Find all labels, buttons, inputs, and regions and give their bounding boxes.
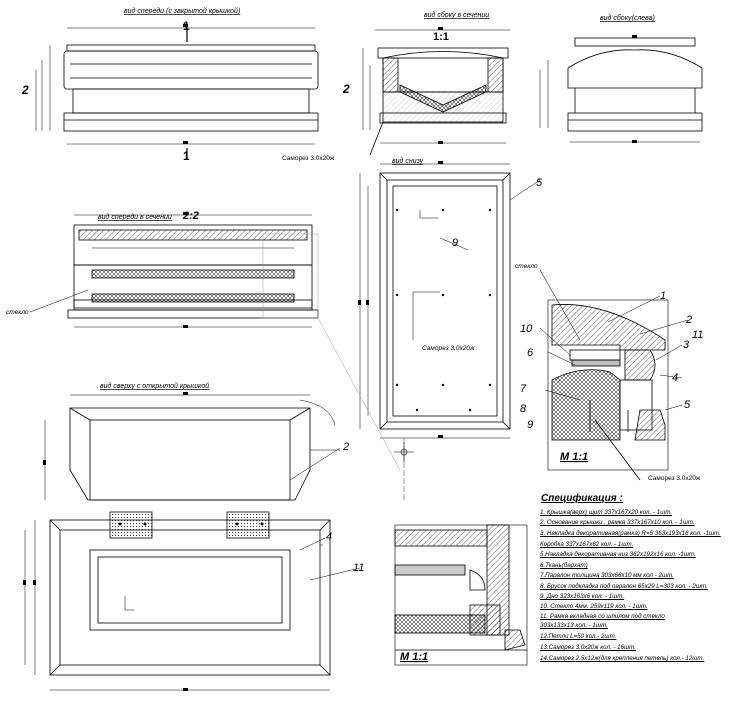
spec-item: 11. Рамка вкладная со шпилом под стекло xyxy=(540,613,665,620)
view-title-front: вид спереди (с закрытой крышкой) xyxy=(124,7,240,15)
callout-4-detail: 4 xyxy=(672,372,678,384)
callout-9-bottom: 9 xyxy=(452,237,458,249)
callout-8: 8 xyxy=(520,403,527,415)
view-title-front-section: вид спереди в сечении xyxy=(98,213,172,221)
section-mark-1-top: 1 xyxy=(183,19,190,33)
section-mark-1-bottom: 1 xyxy=(183,149,190,163)
spec-item: 2. Основание крышки , рамка 337х167х10 к… xyxy=(540,519,695,526)
spec-title: Спецификация : xyxy=(541,493,623,504)
spec-item: Коробка 337х167х62 кол. - 1шт. xyxy=(540,541,634,548)
spec-item: 8. Брусок подкладка под паралон 65х29 L=… xyxy=(540,583,708,590)
callout-2-top: 2 xyxy=(342,441,349,453)
callout-6: 6 xyxy=(527,347,534,359)
callout-2-detail: 2 xyxy=(685,314,692,326)
callout-5-detail: 5 xyxy=(684,399,691,411)
spec-item: 7.Паралон толщина 303х66х10 мм кол - 2шт… xyxy=(540,572,674,579)
detail-upper xyxy=(547,299,669,481)
section-mark-2-side: 2 xyxy=(342,82,350,96)
detail-lower xyxy=(394,524,528,666)
callout-5-bottom: 5 xyxy=(536,177,543,189)
screw-label-bottom: Саморез 3.0х20ж xyxy=(422,345,475,352)
spec-item: 13.Саморез 3.0х20ж кол. - 16шт. xyxy=(540,644,636,651)
view-title-side-section: вид сбоку в сечении xyxy=(424,11,489,19)
detail-scale-lower: М 1:1 xyxy=(400,651,428,663)
callout-leaders xyxy=(289,179,689,581)
callout-9-detail: 9 xyxy=(527,419,533,431)
spec-item: 10. Стекло 4мм. 259х119 кол. - 1шт. xyxy=(540,603,648,610)
top-open-view xyxy=(24,394,340,691)
spec-item: 14.Саморез 2.5х12ж(для крепления петель)… xyxy=(540,655,705,662)
section-mark-2-front: 2 xyxy=(21,83,29,97)
spec-item: 12.Петли L=50 кол.- 2шт. xyxy=(540,633,617,640)
spec-item: 3. Накладка декоративная(рамка) R=5 363х… xyxy=(540,530,721,537)
section-mark-22: 2:2 xyxy=(182,210,199,222)
glass-label-section: стекло xyxy=(6,309,29,316)
callout-3: 3 xyxy=(683,339,690,351)
spec-item: 303х133х13 кол. - 1шт. xyxy=(540,622,608,629)
crosshair-icon xyxy=(394,442,414,462)
callout-7: 7 xyxy=(520,383,527,395)
spec-item: 5.Накладка декоративная низ 362х192х16 к… xyxy=(540,551,696,558)
callout-4-top: 4 xyxy=(326,531,332,543)
callout-10: 10 xyxy=(520,323,533,335)
spec-item: 1. Крышка(верх) щит 337х167х20 кол. - 1ш… xyxy=(540,509,673,516)
spec-item: 9. Дно 323х163х6 кол. - 1шт. xyxy=(540,593,625,600)
view-title-bottom: вид снизу xyxy=(392,157,424,165)
view-title-top-open: вид сверху с открытой крышкой xyxy=(100,382,209,390)
view-title-side-left: вид сбоку(слева) xyxy=(600,14,655,22)
screw-markers xyxy=(23,24,637,691)
scale-mark: 1:1 xyxy=(433,31,449,43)
screw-label-detail: Саморез 3.0х20ж xyxy=(648,475,701,482)
spec-item: 6.Ткань(бархат) xyxy=(540,562,588,569)
angle-dimension xyxy=(299,399,336,426)
side-left-view xyxy=(539,37,703,143)
callout-11-detail: 11 xyxy=(692,329,703,341)
callout-1: 1 xyxy=(660,290,666,302)
screw-label-side: Саморез 3.0х20ж xyxy=(282,155,335,162)
front-section-view xyxy=(29,214,401,471)
bottom-view xyxy=(359,163,511,500)
callout-11-top: 11 xyxy=(353,562,364,574)
detail-scale-upper: М 1:1 xyxy=(560,451,588,463)
glass-label-detail: стекло xyxy=(515,263,538,270)
side-section-view xyxy=(362,29,510,156)
front-view xyxy=(35,27,319,160)
